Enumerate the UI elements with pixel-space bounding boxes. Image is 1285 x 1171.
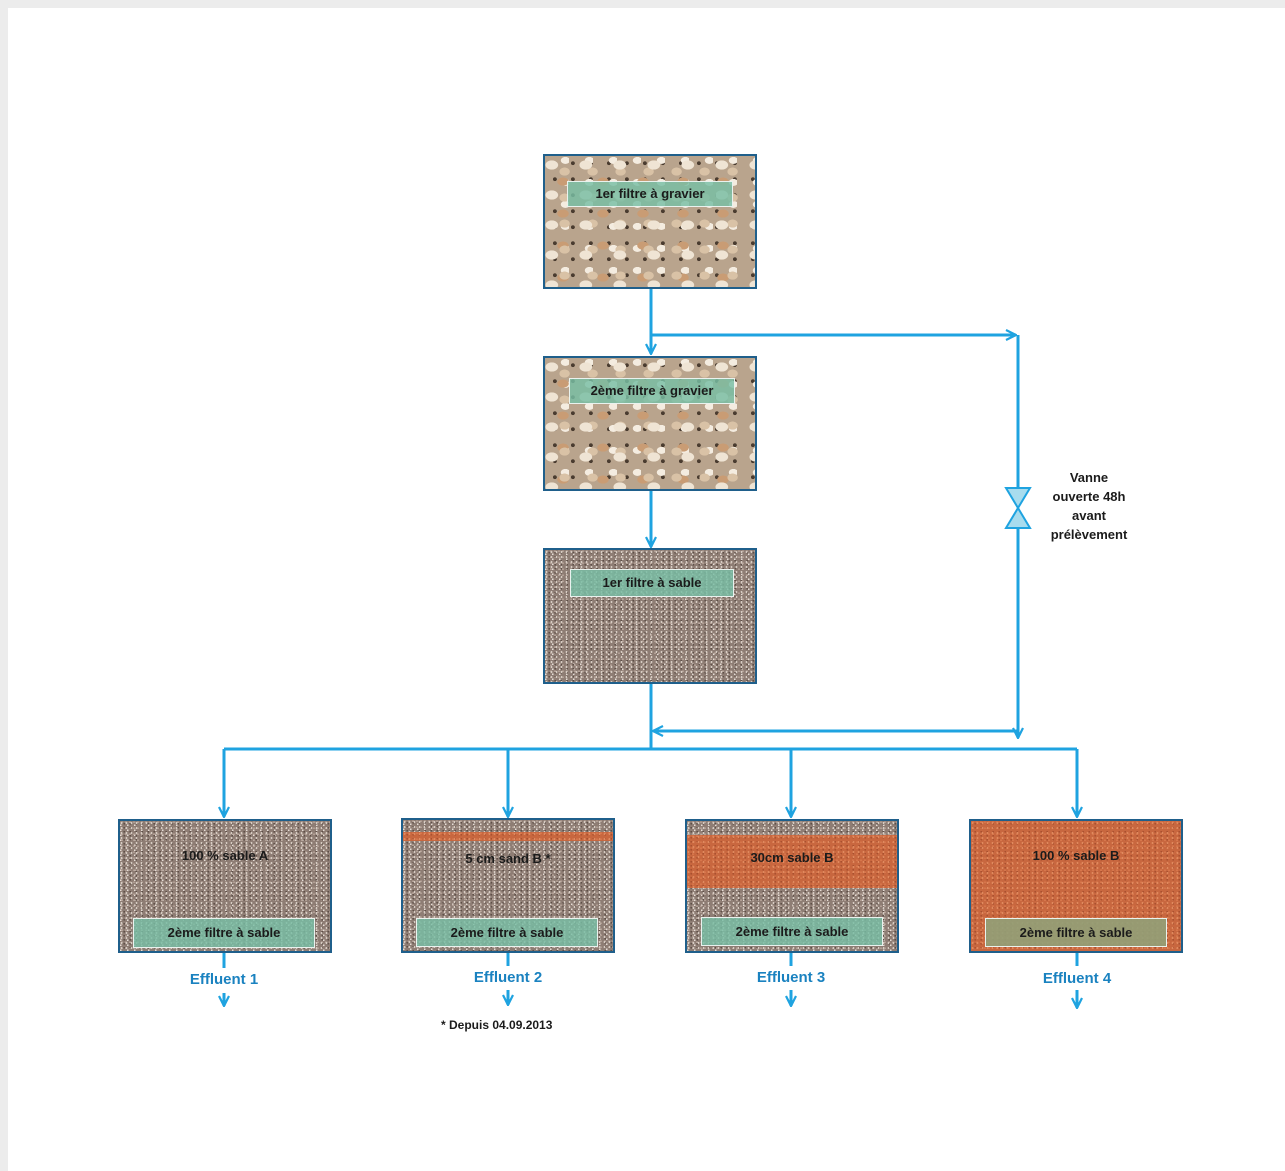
valve-icon xyxy=(1004,487,1032,529)
sand-b-layer-5cm xyxy=(403,832,613,841)
valve-label-line-1: Vanne xyxy=(1069,470,1109,485)
gravel-filter-2: 2ème filtre à gravier xyxy=(543,356,757,491)
filter-1-label: 2ème filtre à sable xyxy=(133,918,315,948)
footnote: * Depuis 04.09.2013 xyxy=(441,1018,553,1032)
valve-label-line-3: avant xyxy=(1072,508,1106,523)
effluent-3-label: Effluent 3 xyxy=(756,969,826,986)
valve-label: Vanne ouverte 48h avant prélèvement xyxy=(1034,468,1144,544)
filter-1-title: 100 % sable A xyxy=(181,848,269,863)
filter-4-title: 100 % sable B xyxy=(1032,848,1120,863)
second-sand-filter-4: 100 % sable B 2ème filtre à sable xyxy=(969,819,1183,953)
diagram-canvas: 1er filtre à gravier 2ème filtre à gravi… xyxy=(8,8,1285,1171)
sand-filter-1-label: 1er filtre à sable xyxy=(570,569,734,597)
filter-3-title: 30cm sable B xyxy=(750,850,834,865)
gravel-filter-1: 1er filtre à gravier xyxy=(543,154,757,289)
gravel-filter-2-label: 2ème filtre à gravier xyxy=(569,378,735,404)
filter-4-label: 2ème filtre à sable xyxy=(985,918,1167,947)
valve-label-line-2: ouverte 48h xyxy=(1052,489,1126,504)
filter-2-label: 2ème filtre à sable xyxy=(416,918,598,947)
filter-3-label: 2ème filtre à sable xyxy=(701,917,883,946)
valve-label-line-4: prélèvement xyxy=(1050,527,1128,542)
effluent-4-label: Effluent 4 xyxy=(1042,970,1112,987)
gravel-filter-1-label: 1er filtre à gravier xyxy=(567,181,733,207)
sand-filter-1: 1er filtre à sable xyxy=(543,548,757,684)
effluent-1-label: Effluent 1 xyxy=(189,971,259,988)
second-sand-filter-1: 100 % sable A 2ème filtre à sable xyxy=(118,819,332,953)
sand-b-layer-30cm xyxy=(687,835,897,888)
filter-2-title: 5 cm sand B * xyxy=(465,851,551,866)
effluent-2-label: Effluent 2 xyxy=(473,969,543,986)
second-sand-filter-2: 5 cm sand B * 2ème filtre à sable xyxy=(401,818,615,953)
second-sand-filter-3: 30cm sable B 2ème filtre à sable xyxy=(685,819,899,953)
flow-connectors xyxy=(8,289,1285,1171)
